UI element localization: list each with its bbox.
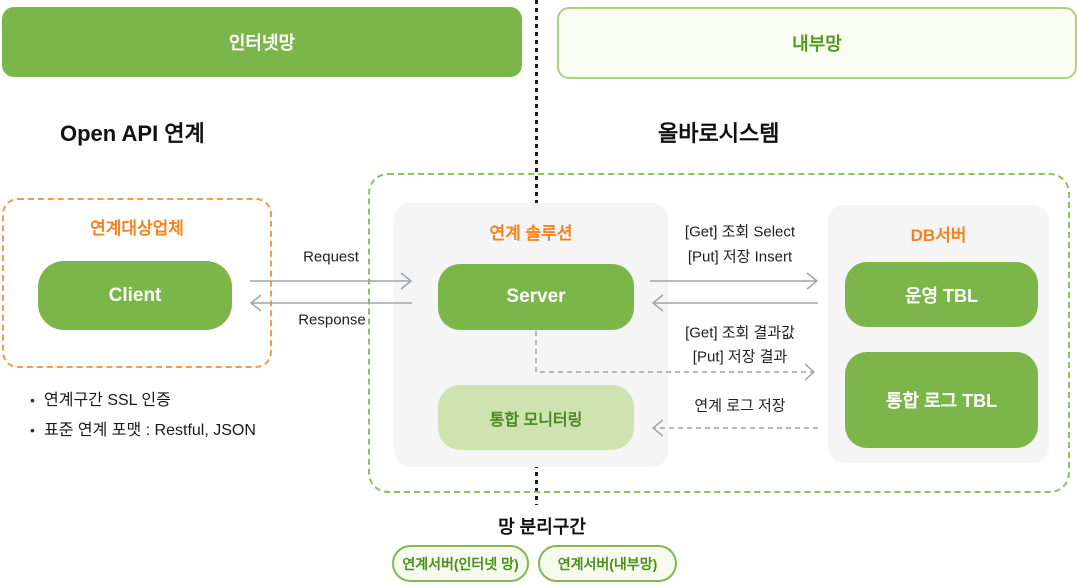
pill-internet-link-server: 연계서버(인터넷 망) — [392, 545, 529, 582]
request-label: Request — [303, 248, 359, 266]
internal-network-label: 내부망 — [792, 34, 842, 54]
partner-title: 연계대상업체 — [90, 219, 184, 238]
note-item: • 연계구간 SSL 인증 — [30, 390, 256, 411]
allbaro-zone-border — [368, 173, 1070, 493]
get-select-label: [Get] 조회 Select — [684, 223, 796, 241]
internal-network-banner: 내부망 — [557, 7, 1077, 79]
put-result-label: [Put] 저장 결과 — [692, 348, 788, 366]
notes-list: • 연계구간 SSL 인증 • 표준 연계 포맷 : Restful, JSON — [30, 390, 256, 450]
heading-allbaro-system: 올바로시스템 — [658, 121, 780, 146]
log-save-label: 연계 로그 저장 — [694, 397, 786, 415]
put-insert-label: [Put] 저장 Insert — [687, 248, 793, 266]
bullet-icon: • — [30, 422, 35, 438]
log-tbl-node: 통합 로그 TBL — [845, 352, 1038, 448]
internet-network-banner: 인터넷망 — [2, 7, 522, 77]
note-text: 연계구간 SSL 인증 — [44, 392, 171, 409]
op-tbl-node: 운영 TBL — [845, 262, 1038, 327]
monitoring-node: 통합 모니터링 — [438, 385, 634, 450]
get-result-label: [Get] 조회 결과값 — [685, 324, 795, 342]
bullet-icon: • — [30, 392, 35, 408]
server-node: Server — [438, 264, 634, 330]
heading-open-api: Open API 연계 — [60, 121, 205, 146]
db-title: DB서버 — [910, 226, 967, 245]
note-text: 표준 연계 포맷 : Restful, JSON — [44, 422, 256, 439]
separation-zone-label: 망 분리구간 — [498, 517, 586, 537]
internet-network-label: 인터넷망 — [228, 33, 296, 53]
note-item: • 표준 연계 포맷 : Restful, JSON — [30, 420, 256, 441]
solution-title: 연계 솔루션 — [489, 224, 573, 243]
pill-internal-link-server: 연계서버(내부망) — [538, 545, 677, 582]
client-node: Client — [38, 261, 232, 330]
response-label: Response — [298, 311, 366, 329]
